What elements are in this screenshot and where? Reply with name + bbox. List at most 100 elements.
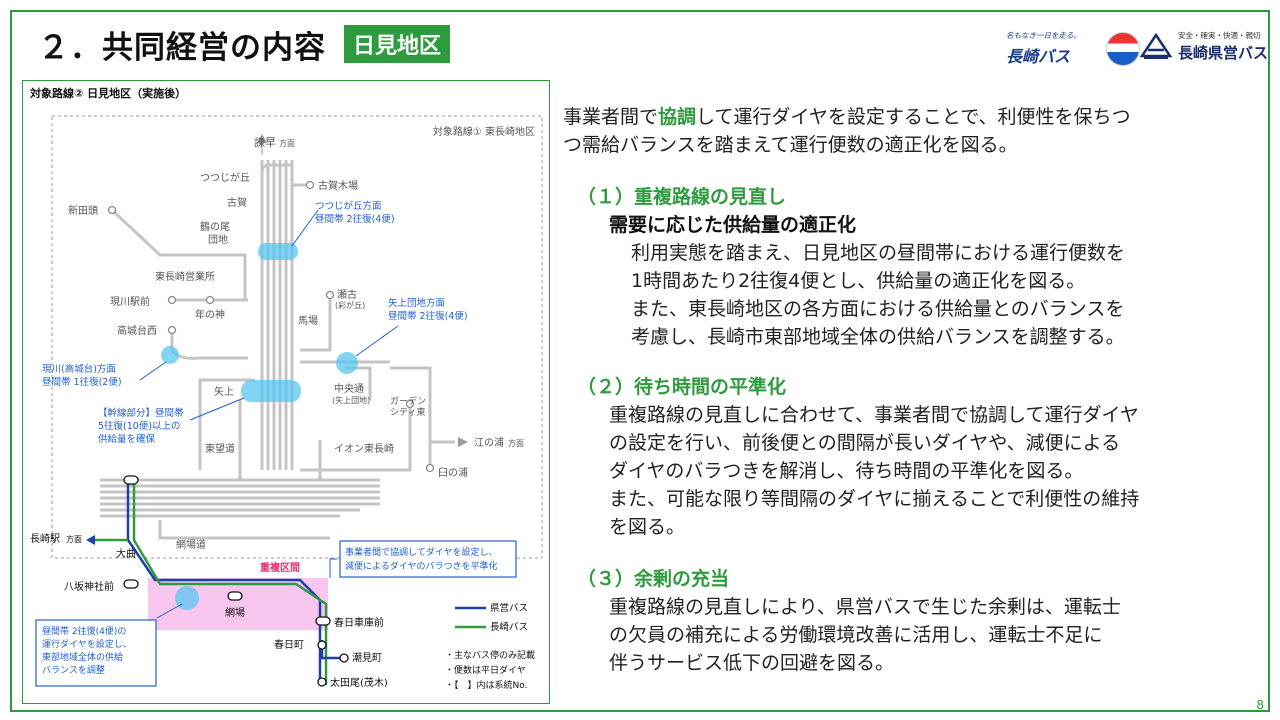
route-map-heading: 対象路線② 日見地区（実施後） <box>30 87 187 100</box>
section-2-line: 重複路線の見直しに合わせて、事業者間で協調して運行ダイヤ <box>609 404 1139 426</box>
genkawa-marker <box>161 346 179 364</box>
map-note-3: ・【 】内は系統No. <box>445 679 527 691</box>
label-usunoura: 臼の浦 <box>438 466 468 479</box>
map-note-1: ・主なバス停のみ記載 <box>445 649 535 661</box>
kenei-bus-slogan: 安全・確実・快適・親切 <box>1178 31 1261 40</box>
section-2: （２）待ち時間の平準化 重複路線の見直しに合わせて、事業者間で協調して運行ダイヤ… <box>563 373 1253 541</box>
label-enoura: 江の浦 <box>474 436 504 449</box>
stop-genkawa <box>167 295 177 305</box>
label-seko: 瀬古 <box>337 288 357 301</box>
aba-callout-box <box>35 619 157 687</box>
kenei-bus-emblem-icon <box>1140 32 1172 59</box>
area1-label: 対象路線① 東長崎地区 <box>433 125 535 138</box>
page-number: 8 <box>1256 698 1264 712</box>
callout-aba-1: 昼間帯 2往復(4便)の <box>42 625 126 637</box>
label-toshinokami: 年の神 <box>195 308 225 321</box>
callout-genkawa-2: 昼間帯 1往復(2便) <box>42 376 122 388</box>
nagasaki-bus-emblem-icon <box>1106 32 1140 66</box>
section-2-line: の設定を行い、前後便との間隔が長いダイヤや、減便による <box>609 432 1121 454</box>
callout-yagamidanchi-1: 矢上団地方面 <box>388 297 445 309</box>
route-bundle <box>100 160 455 540</box>
stop-kogakiba <box>305 180 315 190</box>
label-koga: 古賀 <box>227 196 247 209</box>
label-seko-sub: (彩が丘) <box>335 300 365 310</box>
intro-highlight: 協調 <box>658 106 697 128</box>
label-shiomi: 潮見町 <box>352 651 382 664</box>
stop-seko <box>325 290 335 300</box>
callout-trunk-1: 【幹線部分】昼間帯 <box>98 407 184 419</box>
stop-yasaka <box>123 579 139 589</box>
map-note-2: ・便数は平日ダイヤ <box>445 664 526 676</box>
section-2-line: を図る。 <box>609 516 686 538</box>
label-chuodori-sub: (矢上団地) <box>332 395 370 405</box>
yagami-marker <box>241 380 301 402</box>
label-aeon: イオン東長崎 <box>334 442 394 455</box>
intro-text-a: 事業者間で <box>563 106 659 128</box>
label-tsurunoo1: 鶴の尾 <box>200 220 230 233</box>
slide-frame <box>10 10 1270 712</box>
section-3-line: の欠員の補充による労働環境改善に活用し、運転士不足に <box>609 624 1103 646</box>
nagasaki-bus-name: 長崎バス <box>1006 47 1071 66</box>
label-nagasaki-st: 長崎駅 <box>30 532 60 545</box>
label-kogakiba: 古賀木場 <box>318 179 358 192</box>
area1-boundary <box>51 115 543 559</box>
stop-aba <box>227 591 243 601</box>
slide-title: ２．共同経営の内容 <box>38 30 326 66</box>
isahaya-arrow-icon <box>257 134 267 143</box>
area-badge: 日見地区 <box>344 25 451 63</box>
section-1-subheading: 需要に応じた供給量の適正化 <box>609 214 857 236</box>
stop-otao <box>317 677 327 687</box>
label-amibado: 網場道 <box>176 538 206 551</box>
nagasaki-route-line <box>132 482 328 685</box>
callout-genkawa-1: 現川(高城台)方面 <box>42 363 116 375</box>
section-1-line: 1時間あたり2往復4便とし、供給量の適正化を図る。 <box>631 270 1086 292</box>
label-chuodori: 中央通 <box>334 382 364 395</box>
intro-text-b: して運行ダイヤを設定することで、利便性を保ちつ <box>696 106 1131 128</box>
label-takashirodai: 高城台西 <box>117 324 157 337</box>
section-2-line: ダイヤのバラつきを解消し、待ち時間の平準化を図る。 <box>609 460 1084 482</box>
nagasaki-st-arrow-icon <box>86 535 95 545</box>
intro-paragraph: 事業者間で協調して運行ダイヤを設定することで、利便性を保ちつ つ需給バランスを踏… <box>563 103 1253 159</box>
stop-takashirodai <box>167 325 177 335</box>
label-kasuga-garage: 春日車庫前 <box>334 616 384 629</box>
callout-aba-2: 運行ダイヤを設定し、 <box>42 638 132 650</box>
callout-yagamidanchi-2: 昼間帯 2往復(4便) <box>388 310 468 322</box>
section-1: （１）重複路線の見直し 需要に応じた供給量の適正化 利用実態を踏まえ、日見地区の… <box>563 183 1253 351</box>
legend-kenei-label: 県営バス <box>490 602 528 614</box>
section-1-line: 考慮し、長崎市東部地域全体の供給バランスを調整する。 <box>631 326 1125 348</box>
stop-toshinokami <box>205 295 215 305</box>
stop-usunoura <box>425 463 435 473</box>
label-kasugamachi: 春日町 <box>274 639 304 651</box>
tsutsujigaoka-marker <box>258 243 298 260</box>
callout-tsutsujigaoka-2: 昼間帯 2往復(4便) <box>315 213 395 225</box>
section-2-heading: （２）待ち時間の平準化 <box>577 376 787 398</box>
section-1-line: 利用実態を踏まえ、日見地区の昼間帯における運行便数を <box>631 242 1126 264</box>
label-nagasaki-st-dir: 方面 <box>66 534 82 544</box>
overlap-section-label: 重複区間 <box>260 561 300 574</box>
kenei-bus-name: 長崎県営バス <box>1178 44 1269 62</box>
stop-kasuga-garage <box>315 616 331 626</box>
coord-callout-box <box>339 540 517 578</box>
overlap-section-highlight <box>148 578 328 630</box>
label-isahaya: 諫早 <box>254 135 276 149</box>
label-tsutsujigaoka: つつじが丘 <box>200 171 250 184</box>
section-3-line: 伴うサービス低下の回避を図る。 <box>609 652 895 674</box>
stop-kasugamachi <box>317 640 327 650</box>
label-genkawa: 現川駅前 <box>110 295 150 308</box>
stop-shindento <box>107 205 117 215</box>
label-enoura-dir: 方面 <box>508 438 524 448</box>
legend-nagasaki-label: 長崎バス <box>490 621 528 633</box>
callout-coord-1: 事業者間で協調してダイヤを設定し、 <box>345 546 497 558</box>
label-otao: 太田尾(茂木) <box>330 676 388 689</box>
section-3: （３）余剰の充当 重複路線の見直しにより、県営バスで生じた余剰は、運転士 の欠員… <box>563 565 1253 677</box>
label-yagami: 矢上 <box>214 385 234 398</box>
stop-omagari <box>123 475 139 485</box>
intro-text-c: つ需給バランスを踏まえて運行便数の適正化を図る。 <box>563 134 1018 156</box>
label-garden1: ガーデン <box>390 395 426 407</box>
kenei-bus-logo: 安全・確実・快適・親切 長崎県営バス <box>1140 30 1270 66</box>
label-higashinagasaki-eigyosho: 東長崎営業所 <box>155 270 215 283</box>
label-garden2: シティ東 <box>390 406 425 418</box>
chuodori-marker <box>336 352 358 374</box>
section-3-heading: （３）余剰の充当 <box>577 568 730 590</box>
